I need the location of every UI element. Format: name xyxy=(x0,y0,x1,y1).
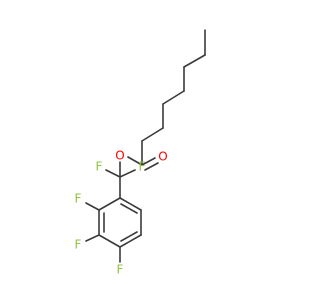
bond-c1-o-double-a xyxy=(141,157,156,166)
bond-cf2-f-left xyxy=(105,169,121,178)
bond-c1-o-double-b xyxy=(144,162,159,171)
bond-ring-f3 xyxy=(85,234,100,242)
bond-c5-c4 xyxy=(162,90,185,105)
molecule-canvas: O O F F F F F xyxy=(74,29,206,277)
oxygen-carbonyl-label: O xyxy=(158,150,167,164)
fluorine-cf2-right-label: F xyxy=(139,160,146,174)
bond-c7-c6 xyxy=(183,54,206,68)
fluorine-ring-2-label: F xyxy=(75,192,82,206)
oxygen-ester-label: O xyxy=(115,149,124,163)
ring-inner-4-5 xyxy=(120,231,138,242)
ring-bond-3-4 xyxy=(98,234,121,248)
bond-cf2-f-right xyxy=(119,169,136,178)
atom-labels: O O F F F F F xyxy=(75,149,168,277)
ring-bond-1-2 xyxy=(98,197,121,211)
fluorine-cf2-left-label: F xyxy=(96,160,103,174)
ring-bond-6-1 xyxy=(119,197,142,211)
bond-c1-o-ester xyxy=(127,156,143,166)
bonds xyxy=(85,29,206,263)
ring-inner-6-1 xyxy=(120,203,138,214)
ring-bond-4-5 xyxy=(119,234,142,248)
bond-ring-f2 xyxy=(85,202,100,211)
bond-c3-c2 xyxy=(141,127,164,142)
fluorine-ring-4-label: F xyxy=(117,263,124,277)
structure-diagram: O O F F F F F xyxy=(75,29,206,277)
fluorine-ring-3-label: F xyxy=(75,238,82,252)
